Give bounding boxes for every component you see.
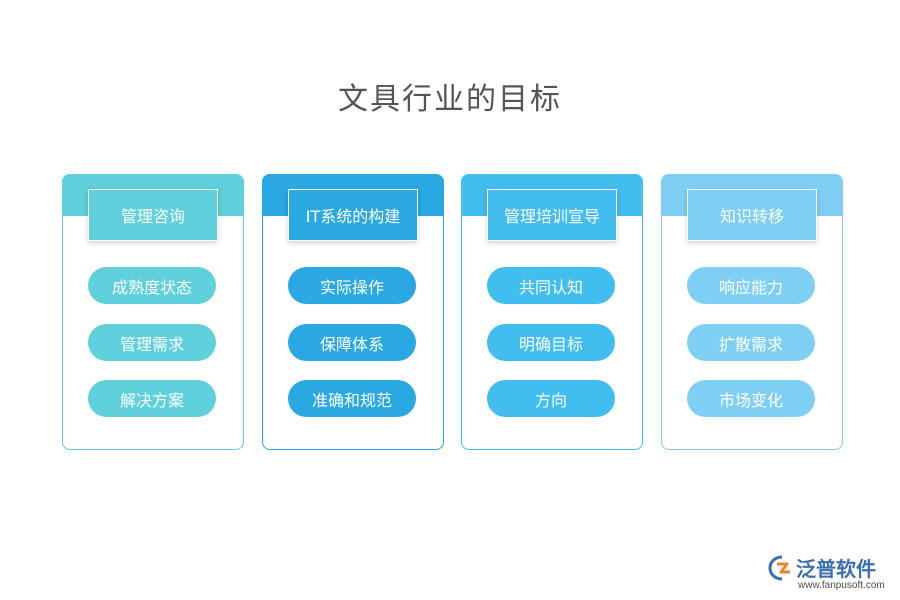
column-card-knowledge: 知识转移 响应能力 扩散需求 市场变化 [661,174,843,450]
fanpu-logo-icon [768,555,790,581]
column-item: 管理需求 [88,324,216,361]
column-card-training: 管理培训宣导 共同认知 明确目标 方向 [461,174,643,450]
column-item: 实际操作 [288,267,416,304]
logo-url: www.fanpusoft.com [798,580,885,591]
column-heading: 管理培训宣导 [487,189,617,241]
column-item: 响应能力 [687,267,815,304]
column-item: 方向 [487,380,615,417]
column-item: 准确和规范 [288,380,416,417]
column-item: 共同认知 [487,267,615,304]
column-heading: 知识转移 [687,189,817,241]
column-card-consulting: 管理咨询 成熟度状态 管理需求 解决方案 [62,174,244,450]
column-item: 扩散需求 [687,324,815,361]
column-item: 市场变化 [687,380,815,417]
logo-name: 泛普软件 [796,557,876,581]
column-item: 成熟度状态 [88,267,216,304]
diagram-title: 文具行业的目标 [338,82,562,117]
column-item: 明确目标 [487,324,615,361]
column-card-it-system: IT系统的构建 实际操作 保障体系 准确和规范 [262,174,444,450]
column-heading: 管理咨询 [88,189,218,241]
column-item: 解决方案 [88,380,216,417]
column-heading: IT系统的构建 [288,189,418,241]
brand-logo: 泛普软件 www.fanpusoft.com [768,553,890,593]
column-item: 保障体系 [288,324,416,361]
